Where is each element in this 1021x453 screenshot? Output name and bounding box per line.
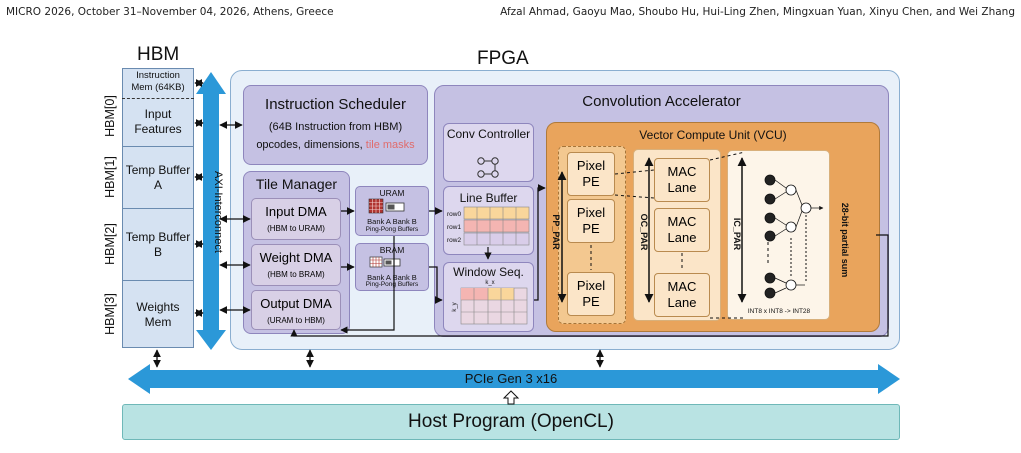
hbm-cell-temp-buffer-a: Temp Buffer A — [122, 146, 194, 208]
output-dma-sub: (URAM to HBM) — [267, 316, 325, 325]
hbm-title: HBM — [137, 44, 180, 65]
line-buffer-row0: row0 — [447, 211, 461, 218]
output-dma: Output DMA (URAM to HBM) — [251, 290, 341, 330]
oc-par-label: OC_PAR — [639, 214, 649, 251]
mac-adders — [785, 184, 812, 291]
line-buffer-row1: row1 — [447, 224, 461, 231]
output-dma-label: Output DMA — [260, 296, 332, 311]
conv-controller-icon — [477, 157, 499, 178]
input-dma: Input DMA (HBM to URAM) — [251, 198, 341, 240]
mac-multipliers — [764, 174, 776, 299]
line-buffer-label: Line Buffer — [459, 191, 518, 205]
instruction-scheduler-fields: opcodes, dimensions, tile masks — [243, 139, 428, 151]
mac-lane-2: MAC Lane — [654, 208, 710, 252]
hbm-cell-weights-mem: Weights Mem — [122, 280, 194, 348]
conv-controller-label: Conv Controller — [446, 127, 531, 141]
uram-bank-b: Bank B — [392, 217, 417, 226]
bram-icon — [369, 256, 401, 268]
weight-dma-label: Weight DMA — [259, 250, 333, 265]
uram-banks: Bank A Bank B — [355, 217, 429, 226]
bram-bank-b: Bank B — [392, 273, 417, 282]
pixel-pe-3: Pixel PE — [567, 272, 615, 316]
bram-sub: Ping-Pong Buffers — [365, 281, 419, 288]
ic-par-label: IC_PAR — [732, 218, 742, 251]
host-program — [122, 404, 900, 440]
convolution-accelerator-title: Convolution Accelerator — [582, 93, 741, 110]
hbm-cell-temp-buffer-b: Temp Buffer B — [122, 208, 194, 280]
tile-manager-title: Tile Manager — [255, 176, 338, 192]
input-dma-sub: (HBM to URAM) — [267, 224, 325, 233]
output-feedback-path — [290, 234, 889, 337]
pixel-pe-1: Pixel PE — [567, 152, 615, 196]
hbm-axi-links — [194, 79, 204, 317]
dashed-continuations — [590, 151, 769, 319]
scheduler-fields-plain: opcodes, dimensions, — [256, 139, 363, 151]
instruction-mem-line1: Instruction — [136, 70, 180, 81]
weight-dma: Weight DMA (HBM to BRAM) — [251, 244, 341, 286]
axi-interconnect-arrow — [196, 72, 226, 350]
mac-lane-3: MAC Lane — [654, 273, 710, 317]
fpga-title: FPGA — [477, 48, 529, 69]
page-header-authors: Afzal Ahmad, Gaoyu Mao, Shoubo Hu, Hui-L… — [500, 6, 1015, 18]
pcie-links — [153, 349, 604, 368]
int8-note: INT8 x INT8 -> INT28 — [748, 308, 811, 315]
instruction-scheduler — [243, 85, 428, 165]
pcie-label: PCIe Gen 3 x16 — [465, 371, 558, 386]
window-seq-label: Window Seq. — [453, 265, 524, 279]
uram-icon — [368, 198, 405, 214]
scheduler-fields-accent: tile masks — [365, 139, 415, 151]
bram-banks: Bank A Bank B — [355, 273, 429, 282]
instruction-scheduler-sub: (64B Instruction from HBM) — [268, 121, 403, 133]
parallel-arrows — [557, 157, 747, 303]
input-dma-label: Input DMA — [265, 204, 327, 219]
bram-block — [355, 243, 429, 291]
uram-to-output-path — [340, 236, 395, 334]
window-kx-label: k_x — [485, 280, 494, 286]
pixel-pe-2: Pixel PE — [567, 199, 615, 243]
uram-sub: Ping-Pong Buffers — [365, 226, 419, 233]
vcu-title: Vector Compute Unit (VCU) — [639, 128, 787, 142]
line-buffer-grid — [463, 206, 530, 246]
mac-tree-wires — [774, 179, 824, 294]
instruction-mem-divider — [122, 98, 194, 99]
bram-bank-a: Bank A — [367, 273, 391, 282]
uram-title: URAM — [379, 188, 405, 198]
host-program-label: Host Program (OpenCL) — [408, 411, 614, 432]
instruction-scheduler-title: Instruction Scheduler — [265, 96, 406, 113]
axi-module-links — [219, 121, 251, 314]
weight-dma-sub: (HBM to BRAM) — [267, 270, 325, 279]
hbm-cell-input-features: Input Features — [134, 107, 182, 136]
host-up-arrow — [502, 390, 520, 405]
mac-lane-1: MAC Lane — [654, 158, 710, 202]
window-seq-grid — [460, 287, 528, 325]
pp-par-label: PP_PAR — [551, 214, 561, 250]
pcie-bus — [128, 364, 900, 394]
mac-dashed-links — [790, 215, 807, 282]
instruction-mem: Instruction Mem (64KB) — [122, 70, 194, 94]
window-ky-label: k_y — [452, 302, 458, 311]
partial-sum-label: 28-bit partial sum — [840, 203, 850, 278]
line-buffer-row2: row2 — [447, 237, 461, 244]
uram-bank-a: Bank A — [367, 217, 391, 226]
page-header-venue: MICRO 2026, October 31–November 04, 2026… — [6, 6, 334, 18]
conv-controller — [443, 123, 534, 182]
dma-buffer-links — [341, 184, 546, 304]
axi-interconnect-label: AXI-Interconnect — [212, 171, 224, 253]
instruction-mem-line2: Mem (64KB) — [131, 82, 185, 93]
bram-title: BRAM — [379, 245, 405, 255]
